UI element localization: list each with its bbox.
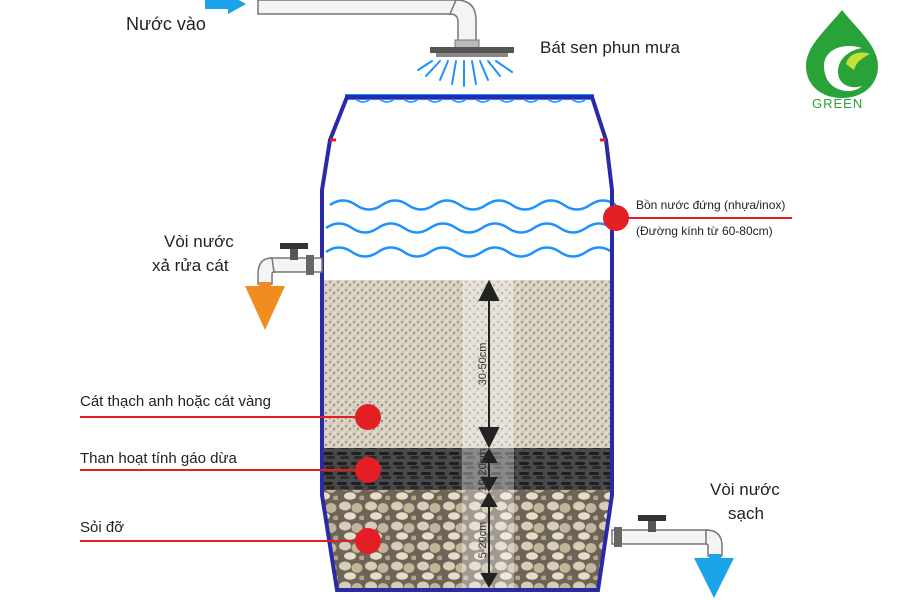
water-zone xyxy=(322,197,612,280)
tank-outline xyxy=(320,95,614,592)
callout-sand xyxy=(80,404,381,430)
spray-water xyxy=(417,60,513,87)
dim-carbon-label: 10-20cm xyxy=(477,449,489,492)
tank-diameter-label: (Đường kính từ 60-80cm) xyxy=(636,224,773,238)
tank-air-space xyxy=(322,97,612,197)
backwash-valve[interactable] xyxy=(257,243,323,285)
dimension-arrows xyxy=(478,279,500,588)
water-in-label: Nước vào xyxy=(126,14,206,34)
dim-sand-label: 30-50cm xyxy=(477,343,489,386)
tank-title-label: Bồn nước đứng (nhựa/inox) xyxy=(636,198,786,212)
gravel-layer-label: Sỏi đỡ xyxy=(80,519,125,536)
shower-head xyxy=(417,47,514,87)
callout-tank xyxy=(603,205,792,231)
water-waves xyxy=(325,199,617,258)
inlet-pipe xyxy=(257,0,480,49)
callout-carbon xyxy=(80,457,381,483)
carbon-layer-label: Than hoạt tính gáo dừa xyxy=(80,450,237,467)
callout-gravel xyxy=(80,528,381,554)
sand-layer-label: Cát thạch anh hoặc cát vàng xyxy=(80,393,271,410)
logo-text: GREEN xyxy=(812,96,864,111)
clean-water-valve[interactable] xyxy=(611,515,723,557)
clean-valve-label-line1: Vòi nước xyxy=(710,480,780,499)
water-in-arrow xyxy=(205,0,246,14)
leaf-drop-icon xyxy=(806,10,878,98)
backwash-valve-label-line2: xả rửa cát xyxy=(152,256,229,275)
dim-gravel-label: 5-20cm xyxy=(477,522,489,559)
backwash-valve-label-line1: Vòi nước xyxy=(164,232,234,251)
clean-valve-label-line2: sạch xyxy=(728,504,764,523)
clean-water-arrow xyxy=(694,554,734,598)
shower-head-label: Bát sen phun mưa xyxy=(540,38,680,57)
backwash-arrow xyxy=(245,282,285,330)
